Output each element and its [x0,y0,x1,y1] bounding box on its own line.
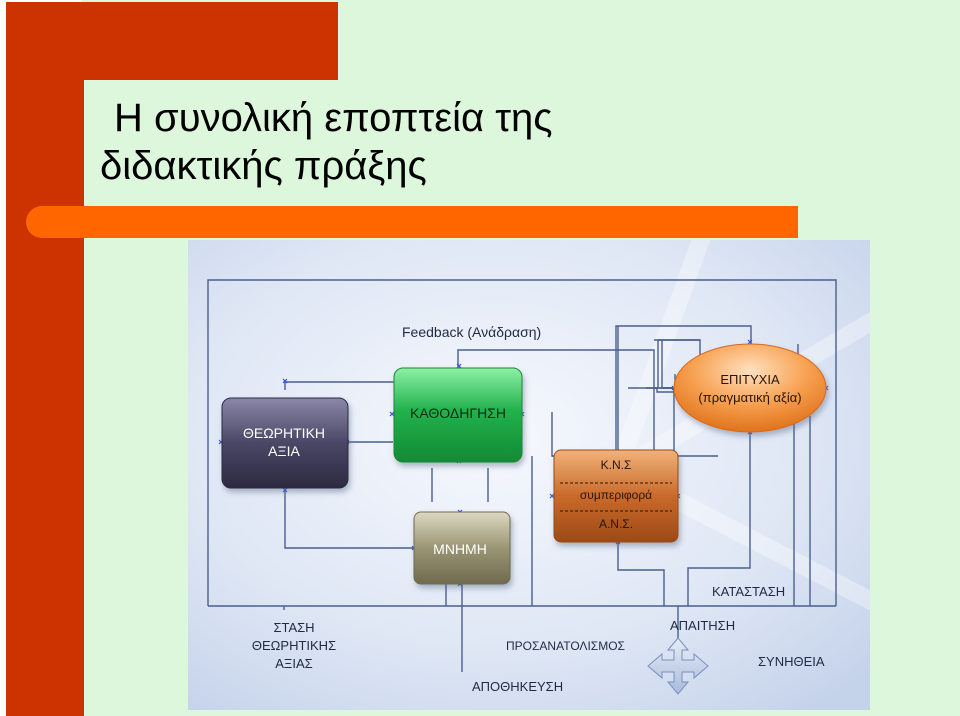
state-label: ΚΑΤΑΣΤΑΣΗ [712,584,785,599]
orientation-label: ΠΡΟΣΑΝΑΤΟΛΙΣΜΟΣ [506,639,625,653]
guidance-label: ΚΑΘΟΔΗΓΗΣΗ [410,405,506,421]
orange-title-bar [26,206,798,238]
four-way-arrow-icon [647,637,709,695]
attitude-label-line-1: ΣΤΑΣΗ [273,620,314,635]
behavior-label: συμπεριφορά [580,488,652,502]
knowledge-behavior-box: Κ.Ν.Σ συμπεριφορά Α.Ν.Σ. [553,449,679,543]
memory-box: ΜΝΗΜΗ [413,511,511,585]
kns-label: Κ.Ν.Σ [601,458,632,472]
red-top-block [84,2,338,80]
red-side-strip [6,2,84,716]
supervision-diagram: Feedback (Ανάδραση) ΘΕΩΡΗΤΙΚΗ ΑΞΙΑ ΚΑΘΟΔ… [188,240,870,710]
memory-label: ΜΝΗΜΗ [433,541,487,557]
requirement-label: ΑΠΑΙΤΗΣΗ [670,618,735,633]
ans-label: Α.Ν.Σ. [599,517,633,531]
success-ellipse: ΕΠΙΤΥΧΙΑ (πραγματική αξία) [673,343,827,433]
feedback-label: Feedback (Ανάδραση) [402,324,541,340]
guidance-box: ΚΑΘΟΔΗΓΗΣΗ [393,367,523,463]
storage-label: ΑΠΟΘΗΚΕΥΣΗ [472,679,563,694]
slide-title-line-2: διδακτικής πράξης [100,144,427,188]
slide-title: Η συνολική εποπτεία της διδακτικής πράξη… [100,94,553,190]
habit-label: ΣΥΝΗΘΕΙΑ [758,654,825,669]
theoretical-value-box: ΘΕΩΡΗΤΙΚΗ ΑΞΙΑ [221,397,349,489]
theoretical-value-line-1: ΘΕΩΡΗΤΙΚΗ [243,425,325,441]
attitude-label-line-2: ΘΕΩΡΗΤΙΚΗΣ [252,638,336,653]
rounded-corner [84,80,204,200]
real-value-label: (πραγματική αξία) [698,390,801,405]
attitude-label-line-3: ΑΞΙΑΣ [275,656,312,671]
theoretical-value-line-2: ΑΞΙΑ [268,443,300,459]
slide-title-line-1: Η συνολική εποπτεία της [114,96,553,140]
success-label: ΕΠΙΤΥΧΙΑ [720,372,780,387]
